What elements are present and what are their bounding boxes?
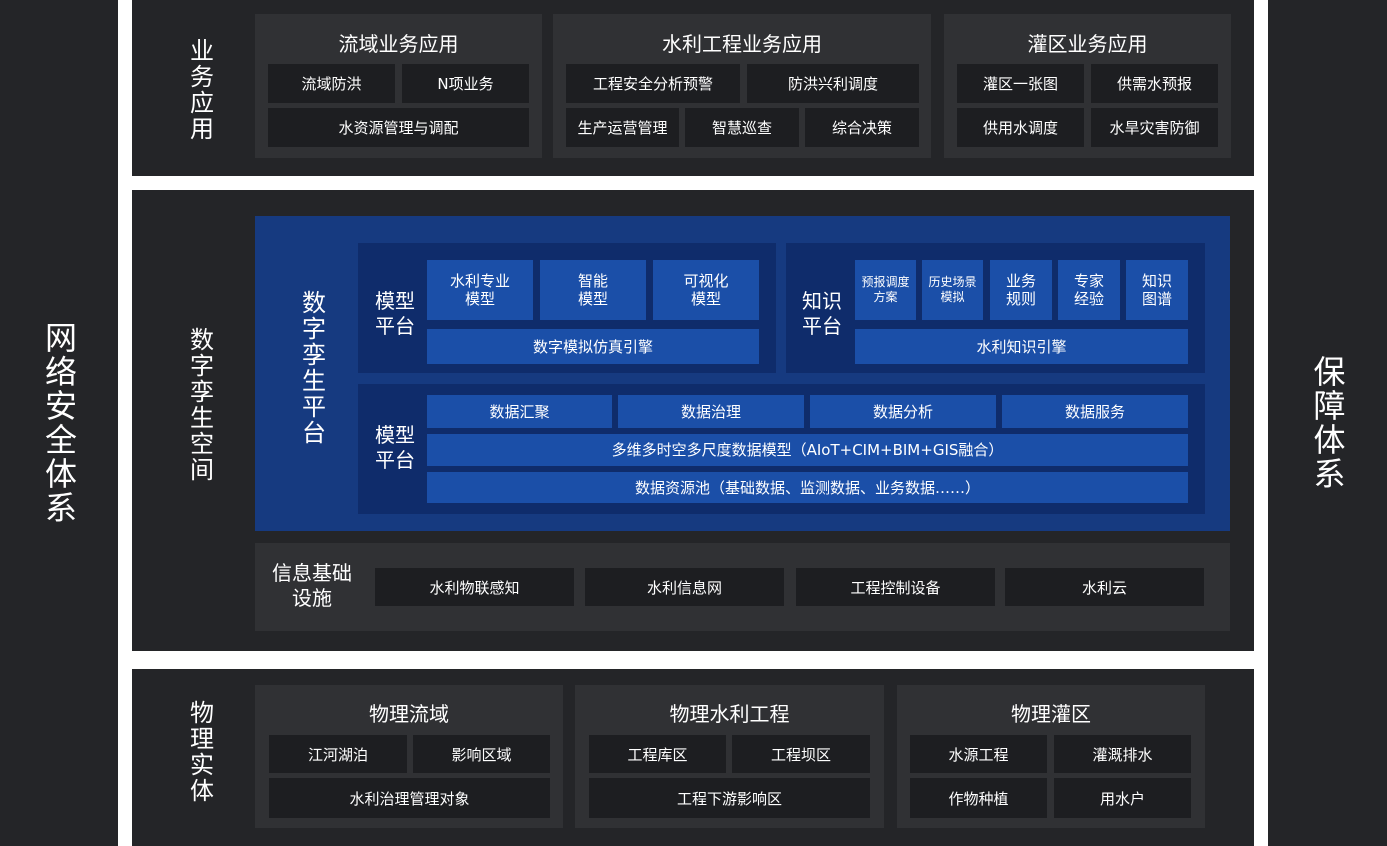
physical-item: 作物种植 [910, 778, 1047, 818]
data-item: 数据分析 [810, 395, 996, 428]
data-item: 数据治理 [618, 395, 804, 428]
physical-group-engineering-title: 物理水利工程 [669, 701, 790, 726]
physical-item: 用水户 [1054, 778, 1191, 818]
business-item: 供用水调度 [957, 108, 1084, 147]
data-item: 数据汇聚 [427, 395, 612, 428]
left-side-panel: 网络安全体系 [0, 0, 118, 846]
business-group-basin-title: 流域业务应用 [338, 31, 459, 56]
business-item: 防洪兴利调度 [747, 64, 919, 103]
physical-item: 水源工程 [910, 735, 1047, 773]
business-group-engineering-title: 水利工程业务应用 [662, 31, 822, 56]
knowledge-item: 历史场景模拟 [922, 260, 983, 320]
knowledge-item: 预报调度方案 [855, 260, 916, 320]
physical-item: 水利治理管理对象 [269, 778, 550, 818]
data-pool-bar: 数据资源池（基础数据、监测数据、业务数据……） [427, 472, 1188, 503]
data-item: 数据服务 [1002, 395, 1188, 428]
simulation-engine: 数字模拟仿真引擎 [427, 329, 759, 364]
data-model-bar: 多维多时空多尺度数据模型（AIoT+CIM+BIM+GIS融合） [427, 434, 1188, 466]
data-platform-label: 模型平台 [375, 423, 415, 472]
knowledge-item: 业务规则 [990, 260, 1052, 320]
infrastructure-item: 水利云 [1005, 568, 1204, 606]
physical-item: 工程下游影响区 [589, 778, 870, 818]
infrastructure-label: 信息基础设施 [272, 561, 352, 610]
physical-group-basin-title: 物理流域 [369, 701, 449, 726]
knowledge-engine: 水利知识引擎 [855, 329, 1188, 364]
business-item: 智慧巡查 [685, 108, 799, 147]
business-item: 供需水预报 [1091, 64, 1218, 103]
knowledge-platform-label: 知识平台 [802, 289, 842, 338]
business-item: 水资源管理与调配 [268, 108, 529, 147]
knowledge-item: 专家经验 [1058, 260, 1120, 320]
business-item: 工程安全分析预警 [566, 64, 740, 103]
business-item: 水旱灾害防御 [1091, 108, 1218, 147]
business-item: 综合决策 [805, 108, 919, 147]
model-item: 可视化模型 [653, 260, 759, 320]
physical-item: 工程库区 [589, 735, 726, 773]
twin-space-label: 数字孪生空间 [185, 327, 214, 483]
physical-group-irrigation-title: 物理灌区 [1011, 701, 1091, 726]
right-side-panel: 保障体系 [1268, 0, 1387, 846]
business-item: 生产运营管理 [566, 108, 679, 147]
business-item: 流域防洪 [268, 64, 395, 103]
business-item: 灌区一张图 [957, 64, 1084, 103]
model-item: 智能模型 [540, 260, 646, 320]
physical-item: 江河湖泊 [269, 735, 407, 773]
physical-label: 物理实体 [185, 700, 214, 804]
knowledge-item: 知识图谱 [1126, 260, 1188, 320]
guarantee-system-label: 保障体系 [1308, 355, 1347, 491]
physical-item: 灌溉排水 [1054, 735, 1191, 773]
business-label: 业务应用 [185, 38, 214, 142]
infrastructure-item: 水利信息网 [585, 568, 784, 606]
network-security-label: 网络安全体系 [40, 321, 78, 525]
model-platform-label: 模型平台 [375, 289, 415, 338]
business-group-irrigation-title: 灌区业务应用 [1027, 31, 1148, 56]
physical-item: 工程坝区 [732, 735, 870, 773]
business-item: N项业务 [402, 64, 529, 103]
model-item: 水利专业模型 [427, 260, 533, 320]
physical-item: 影响区域 [413, 735, 550, 773]
infrastructure-item: 水利物联感知 [375, 568, 574, 606]
twin-platform-label: 数字孪生平台 [297, 290, 326, 446]
infrastructure-item: 工程控制设备 [796, 568, 995, 606]
